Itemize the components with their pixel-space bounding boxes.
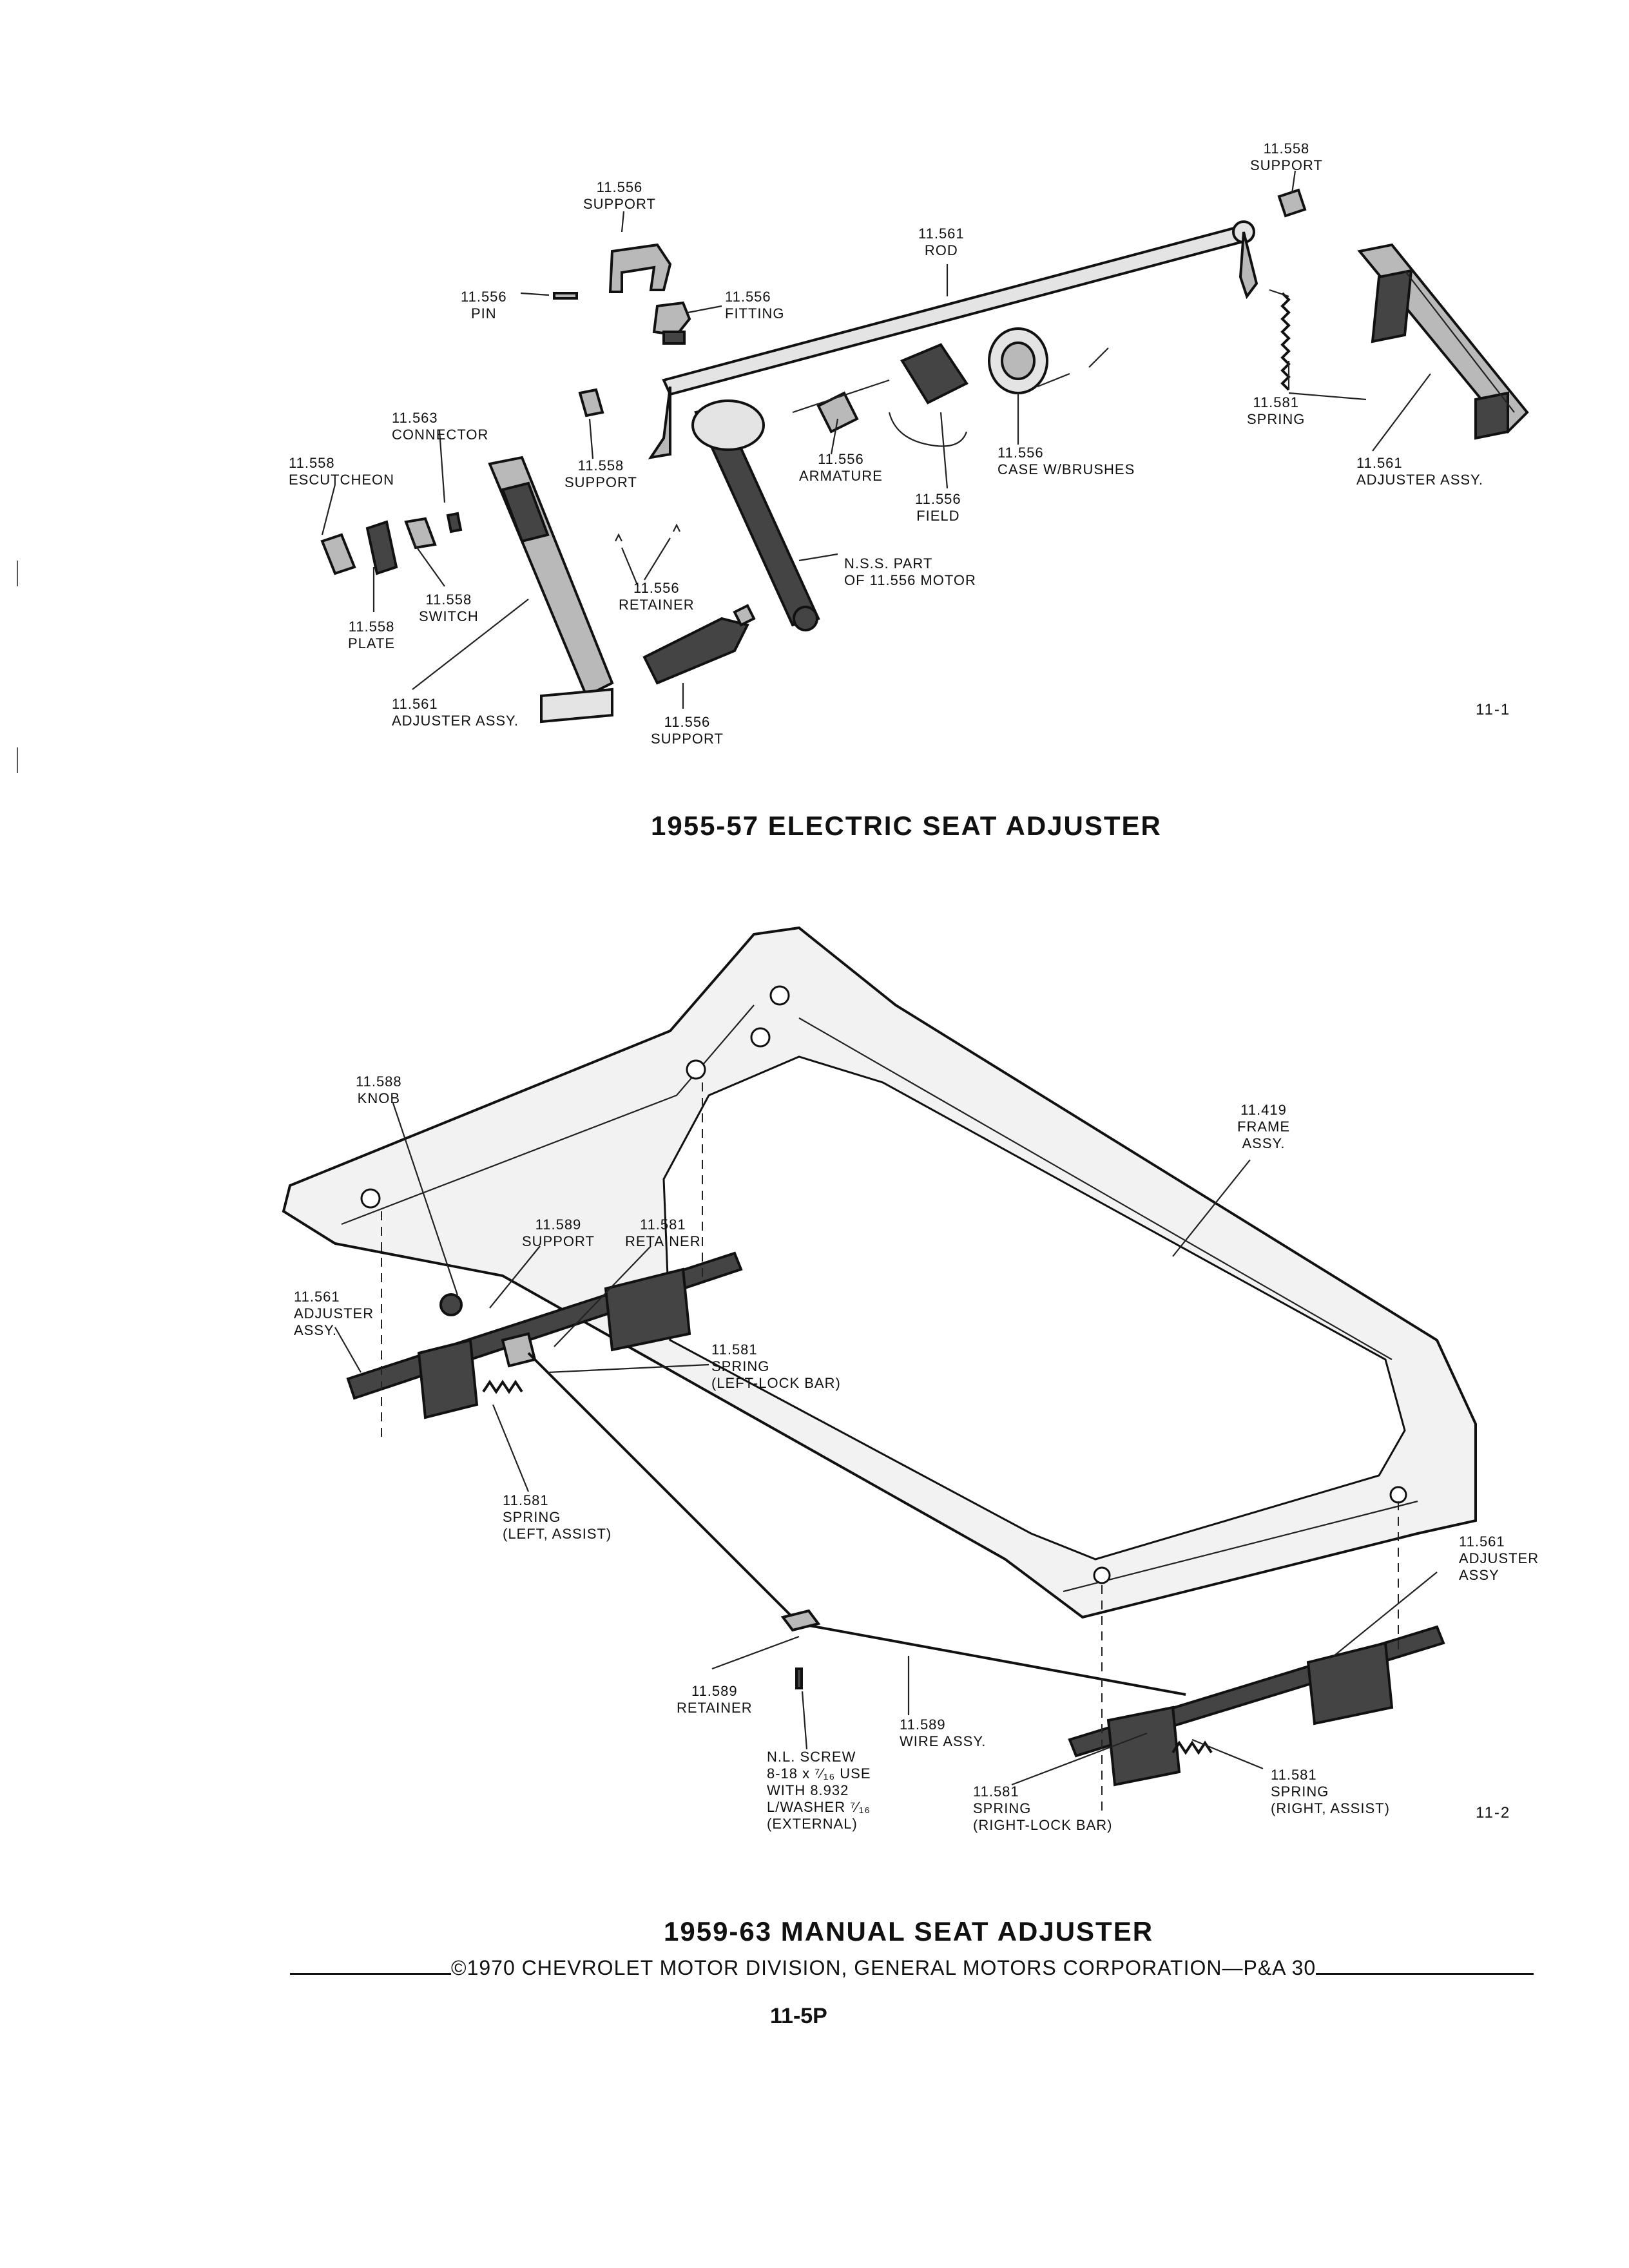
right-adjuster-rail-part xyxy=(1068,1625,1445,1787)
label-frame-assy: 11.419 FRAME ASSY. xyxy=(1237,1102,1290,1151)
label-adjuster-assy-right: 11.561 ADJUSTER ASSY. xyxy=(1356,455,1483,488)
label-rod: 11.561 ROD xyxy=(918,226,965,258)
label-adjuster-assy-left: 11.561 ADJUSTER ASSY. xyxy=(392,696,519,729)
screw-part xyxy=(795,1667,803,1689)
label-spring-right-lock-bar: 11.581 SPRING (RIGHT-LOCK BAR) xyxy=(973,1783,1113,1833)
top-support-part xyxy=(553,243,691,345)
label-armature: 11.556 ARMATURE xyxy=(799,451,883,484)
switch-parts xyxy=(320,388,604,575)
figure2-number: 11-2 xyxy=(1476,1804,1511,1821)
label-support-11558-mid: 11.558 SUPPORT xyxy=(564,457,637,490)
label-knob: 11.588 KNOB xyxy=(356,1073,402,1106)
label-spring-left-lock-bar: 11.581 SPRING (LEFT-LOCK BAR) xyxy=(711,1341,841,1391)
left-adjuster-assy-part xyxy=(488,456,614,724)
figure1-leader-lines xyxy=(321,170,1431,709)
right-adjuster-assy-part xyxy=(1357,243,1529,440)
seat-frame-part xyxy=(282,926,1477,1619)
spring-part xyxy=(1269,289,1367,401)
label-connector: 11.563 CONNECTOR xyxy=(392,410,489,443)
margin-mark xyxy=(17,747,18,773)
bottom-support-part xyxy=(642,604,756,685)
figure1-title: 1955-57 ELECTRIC SEAT ADJUSTER xyxy=(651,811,1162,841)
figure2-title: 1959-63 MANUAL SEAT ADJUSTER xyxy=(664,1916,1154,1946)
wire-retainer-part xyxy=(780,1609,821,1632)
label-support-11558-top: 11.558 SUPPORT xyxy=(1250,140,1323,173)
label-wire-assy: 11.589 WIRE ASSY. xyxy=(900,1716,987,1749)
figure2-leader-lines xyxy=(334,1102,1438,1786)
label-plate: 11.558 PLATE xyxy=(348,619,396,651)
label-spring-left-assist: 11.581 SPRING (LEFT, ASSIST) xyxy=(503,1492,612,1542)
alignment-lines xyxy=(381,1082,1399,1817)
retainer-clips xyxy=(615,523,680,542)
footer-rule-left xyxy=(290,1973,451,1975)
label-adjuster-assy-left-fig2: 11.561 ADJUSTER ASSY. xyxy=(294,1289,374,1338)
rod-part xyxy=(648,220,1258,459)
label-retainer-11589: 11.589 RETAINER xyxy=(677,1683,753,1716)
label-support-bottom: 11.556 SUPPORT xyxy=(651,714,724,747)
label-spring-right-assist: 11.581 SPRING (RIGHT, ASSIST) xyxy=(1271,1767,1390,1816)
label-spring: 11.581 SPRING xyxy=(1247,394,1306,427)
motor-drive-arm-part xyxy=(691,399,820,631)
label-field: 11.556 FIELD xyxy=(915,491,961,524)
label-nss-part-motor: N.S.S. PART OF 11.556 MOTOR xyxy=(844,555,976,588)
label-nl-screw: N.L. SCREW 8-18 x ⁷⁄₁₆ USE WITH 8.932 L/… xyxy=(767,1749,871,1832)
footer-rule-right xyxy=(1316,1973,1534,1975)
footer-copyright-line: ©1970 CHEVROLET MOTOR DIVISION, GENERAL … xyxy=(290,1956,1534,1980)
label-switch: 11.558 SWITCH xyxy=(419,591,479,624)
label-support-11589: 11.589 SUPPORT xyxy=(522,1216,595,1249)
label-retainer-11581: 11.581 RETAINER xyxy=(625,1216,701,1249)
label-case-w-brushes: 11.556 CASE W/BRUSHES xyxy=(998,445,1135,477)
page-number: 11-5P xyxy=(770,2004,827,2028)
left-adjuster-rail-part xyxy=(346,1251,743,1419)
label-retainer-fig1: 11.556 RETAINER xyxy=(619,580,695,613)
label-fitting: 11.556 FITTING xyxy=(725,289,785,322)
footer-copyright: ©1970 CHEVROLET MOTOR DIVISION, GENERAL … xyxy=(451,1956,1316,1979)
label-adjuster-assy-right-fig2: 11.561 ADJUSTER ASSY xyxy=(1459,1533,1539,1583)
label-escutcheon: 11.558 ESCUTCHEON xyxy=(289,455,395,488)
label-pin: 11.556 PIN xyxy=(461,289,507,322)
figure1-number: 11-1 xyxy=(1476,701,1511,718)
margin-mark xyxy=(17,561,18,586)
motor-parts xyxy=(792,327,1109,447)
label-support-11556-top: 11.556 SUPPORT xyxy=(583,179,656,212)
